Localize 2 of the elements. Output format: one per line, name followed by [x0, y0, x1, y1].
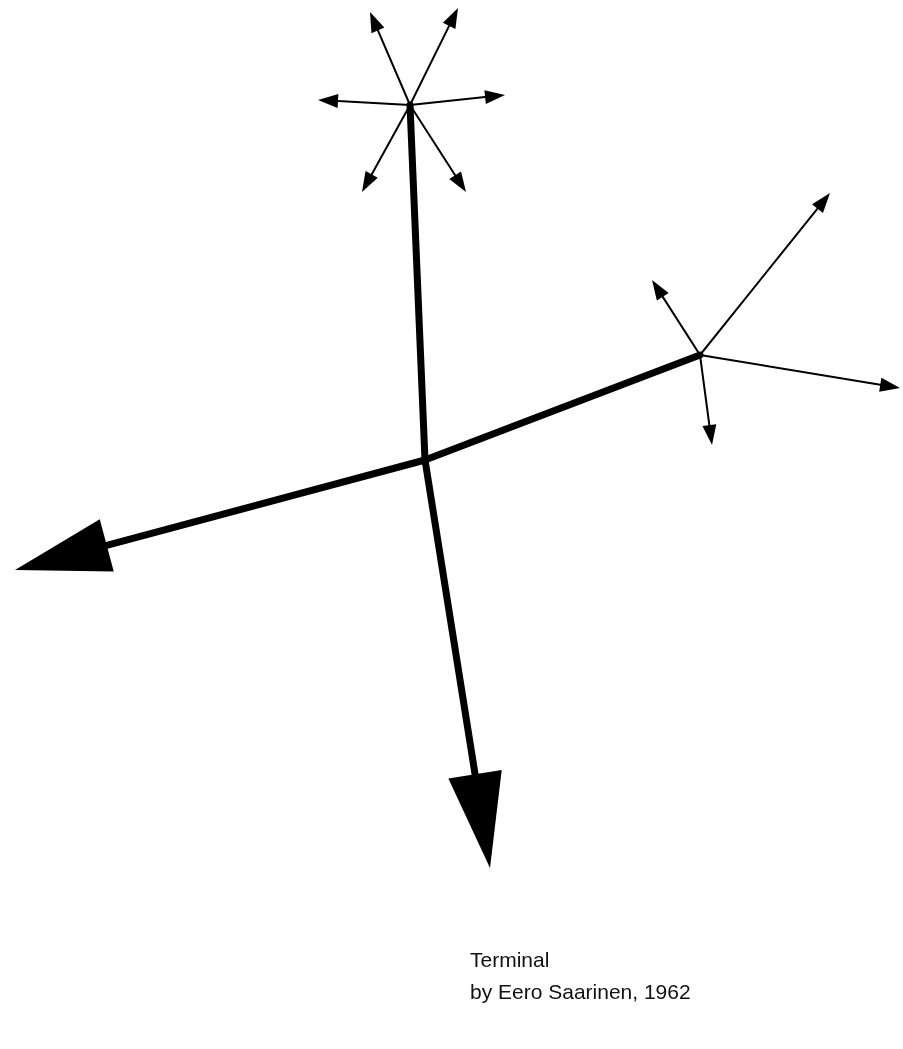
building-name: Terminal	[470, 948, 550, 972]
credit-text: by Eero Saarinen, 1962	[470, 980, 691, 1004]
